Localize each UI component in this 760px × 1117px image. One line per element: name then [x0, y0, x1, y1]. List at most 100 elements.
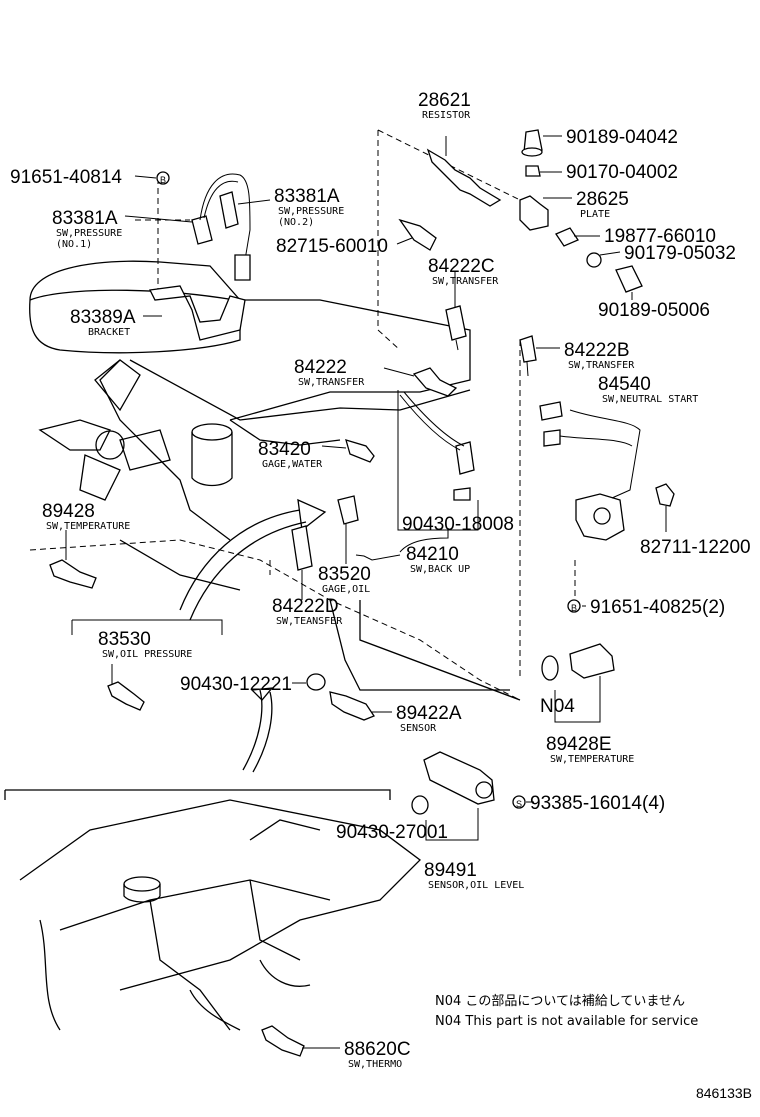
note-en: N04 This part is not available for servi…	[435, 1014, 698, 1029]
part-label-p19877: 19877-66010	[604, 226, 716, 247]
part-label-p90189a: 90189-04042	[566, 127, 678, 148]
part-description: SW,TEANSFER	[276, 616, 343, 627]
parts	[49, 129, 675, 1057]
part-number: 84222D	[272, 596, 339, 617]
part-number: 90170-04002	[566, 162, 678, 183]
part-label-p91651b: 91651-40825(2)	[590, 597, 725, 618]
diagram-code: 846133B	[696, 1085, 752, 1101]
part-number: 90430-27001	[336, 822, 448, 843]
part-number: 84210	[406, 544, 459, 565]
part-label-p90170: 90170-04002	[566, 162, 678, 183]
bolt-marker-upper: B	[160, 175, 166, 185]
part-description: SW,THERMO	[348, 1059, 402, 1070]
part-label-p90430c: 90430-27001	[336, 822, 448, 843]
part-label-p90430a: 90430-18008	[402, 514, 514, 535]
part-number: 83389A	[70, 307, 136, 328]
leader-lines	[65, 135, 667, 1049]
part-label-p90179: 90179-05032	[624, 243, 736, 264]
part-number: 90179-05032	[624, 243, 736, 264]
part-number: 88620C	[344, 1039, 411, 1060]
part-label-pN04: N04	[540, 696, 575, 717]
part-description: SW,OIL PRESSURE	[102, 649, 192, 660]
part-number: 89428	[42, 501, 95, 522]
part-description: GAGE,WATER	[262, 459, 323, 470]
part-number: 83530	[98, 629, 151, 650]
part-number: 82715-60010	[276, 236, 388, 257]
part-number: 28625	[576, 189, 629, 210]
part-description: SW,PRESSURE	[278, 206, 344, 217]
part-number: 83520	[318, 564, 371, 585]
part-description: SW,TEMPERATURE	[46, 521, 130, 532]
part-number: 84222C	[428, 256, 495, 277]
part-description: GAGE,OIL	[322, 584, 370, 595]
part-number: 82711-12200	[640, 537, 751, 558]
part-description: SW,PRESSURE	[56, 228, 122, 239]
part-number: 84222B	[564, 340, 630, 361]
part-number: 90189-04042	[566, 127, 678, 148]
part-label-p82711: 82711-12200	[640, 537, 751, 558]
engine-outline	[4, 260, 521, 1031]
part-number: 83381A	[52, 208, 118, 229]
part-number: 90430-18008	[402, 514, 514, 535]
part-label-p93385: 93385-16014(4)	[530, 793, 665, 814]
part-description: SW,BACK UP	[410, 564, 470, 575]
part-description: SW,TRANSFER	[568, 360, 635, 371]
part-description: RESISTOR	[422, 110, 471, 121]
part-label-p90189b: 90189-05006	[598, 300, 710, 321]
part-number: 89428E	[546, 734, 612, 755]
section-lines	[71, 129, 576, 680]
part-number: 84222	[294, 357, 347, 378]
part-description: PLATE	[580, 209, 610, 220]
part-label-p82715: 82715-60010	[276, 236, 388, 257]
part-number: N04	[540, 696, 575, 717]
part-number: 91651-40825(2)	[590, 597, 725, 618]
part-number: 90430-12221	[180, 674, 292, 695]
screw-marker: S	[516, 799, 522, 809]
bolt-marker-lower: B	[571, 603, 577, 613]
part-description: SENSOR,OIL LEVEL	[428, 880, 524, 891]
part-label-p90430b: 90430-12221	[180, 674, 292, 695]
part-description: BRACKET	[88, 327, 130, 338]
part-description: SENSOR	[400, 723, 437, 734]
part-number: 19877-66010	[604, 226, 716, 247]
part-description: SW,TRANSFER	[432, 276, 499, 287]
part-number: 84540	[598, 374, 651, 395]
part-description: SW,TRANSFER	[298, 377, 365, 388]
part-number: 28621	[418, 90, 471, 111]
part-description: SW,TEMPERATURE	[550, 754, 634, 765]
part-number: 89491	[424, 860, 477, 881]
part-description: (NO.1)	[56, 239, 92, 250]
part-number: 91651-40814	[10, 167, 122, 188]
part-label-p91651a: 91651-40814	[10, 167, 122, 188]
part-number: 83381A	[274, 186, 340, 207]
part-number: 93385-16014(4)	[530, 793, 665, 814]
part-number: 89422A	[396, 703, 462, 724]
part-number: 83420	[258, 439, 311, 460]
note-jp: N04 この部品については補給していません	[435, 994, 685, 1009]
part-description: (NO.2)	[278, 217, 314, 228]
part-description: SW,NEUTRAL START	[602, 394, 698, 405]
part-number: 90189-05006	[598, 300, 710, 321]
